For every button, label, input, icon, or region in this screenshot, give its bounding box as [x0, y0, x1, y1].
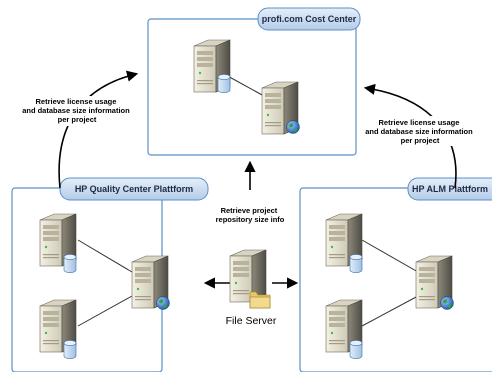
- left-annotation: Retrieve license usage and database size…: [22, 97, 132, 124]
- alm-panel: HP ALM Plattform: [299, 177, 492, 372]
- alm-connector-bottom: [361, 295, 419, 327]
- cost-center-web-server-icon: [261, 81, 300, 135]
- qc-connector-bottom: [77, 295, 133, 327]
- quality-center-title: HP Quality Center Plattform: [75, 184, 193, 194]
- alm-connector-top: [361, 239, 419, 273]
- left-annotation-backdrop: [20, 96, 134, 126]
- cost-center-title: profi.com Cost Center: [262, 14, 357, 24]
- center-annotation-backdrop: [210, 204, 290, 226]
- qc-db-server-top-icon: [39, 213, 77, 273]
- alm-web-server-icon: [415, 255, 454, 310]
- qc-web-server-icon: [131, 255, 170, 310]
- quality-center-panel: HP Quality Center Plattform: [11, 177, 209, 372]
- cost-center-db-server-icon: [193, 39, 231, 93]
- file-server-icon: [229, 249, 271, 309]
- qc-connector-top: [77, 239, 133, 273]
- qc-db-server-bottom-icon: [39, 299, 77, 359]
- right-annotation-backdrop: [362, 116, 478, 146]
- alm-db-server-top-icon: [325, 213, 363, 273]
- right-annotation: Retrieve license usage and database size…: [365, 118, 475, 145]
- file-server-label: File Server: [226, 315, 277, 327]
- alm-db-server-bottom-icon: [325, 299, 363, 359]
- arrow-qc-to-cost-center: [58, 70, 139, 189]
- cost-center-panel: profi.com Cost Center: [147, 7, 361, 156]
- cost-center-connector: [223, 73, 265, 97]
- alm-title: HP ALM Plattform: [412, 184, 488, 194]
- center-annotation: Retrieve project repository size info: [216, 206, 285, 224]
